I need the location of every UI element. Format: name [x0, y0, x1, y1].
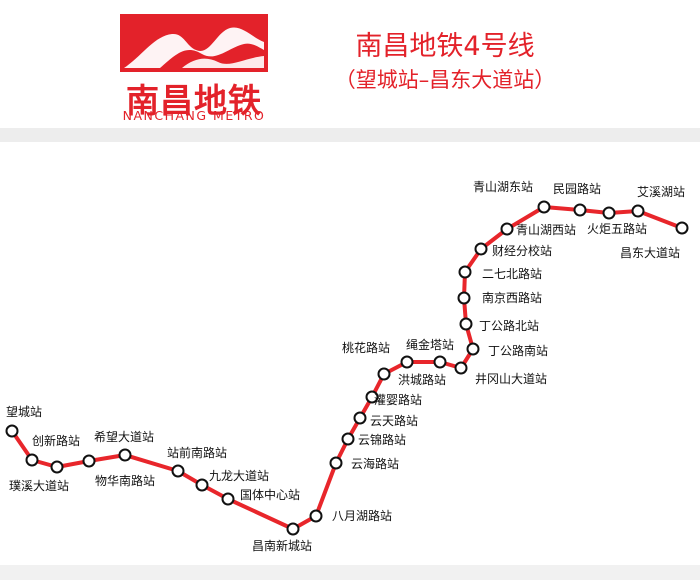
route-map: 望城站璞溪大道站 创新路站物华南路站 希望大道站站前南路站九龙大道站国体中心站昌南新… [0, 142, 700, 580]
station-dot-erqi-beilu [458, 265, 472, 279]
station-label-dinggong-beilu: 丁公路北站 [479, 319, 540, 333]
station-label-aixihu: 艾溪湖站 [637, 185, 686, 199]
station-dot-aixihu [631, 204, 645, 218]
station-label-bayuehu-lu: 八月湖路站 [332, 509, 393, 523]
station-label-jinggangshan-dadao: 井冈山大道站 [475, 372, 548, 386]
station-dot-minyuan-lu [573, 203, 587, 217]
station-label-changnan-xincheng: 昌南新城站 [252, 539, 313, 553]
logo-chinese-name: 南昌地铁 [126, 81, 262, 120]
station-dot-wuhua-nanlu [82, 454, 96, 468]
station-dot-caijing-xiao [474, 242, 488, 256]
station-dot-nanjing-xilu [457, 291, 471, 305]
station-label-yunhai-lu: 云海路站 [351, 457, 400, 471]
station-label-wuhua-nanlu: 物华南路站 [95, 474, 156, 488]
logo-emblem-icon [124, 27, 264, 68]
station-dot-qingshanhu-xilu [500, 222, 514, 236]
header: 南昌地铁 NANCHANG METRO 南昌地铁4号线 （望城站–昌东大道站） [0, 0, 700, 128]
station-dot-shengjinta [433, 355, 447, 369]
station-dot-dinggong-beilu [459, 317, 473, 331]
station-dot-jinggangshan-dadao [454, 361, 468, 375]
station-label-minyuan-lu: 民园路站 [553, 182, 602, 196]
station-label-caijing-xiao: 财经分校站 [492, 244, 553, 258]
station-dot-wangcheng [5, 424, 19, 438]
station-dot-xiwang-dadao [118, 448, 132, 462]
station-label-xiwang-dadao: 希望大道站 [94, 430, 155, 444]
station-dot-hongcheng-lu [377, 367, 391, 381]
station-dot-huoju-wulu [602, 206, 616, 220]
header-separator [0, 128, 700, 142]
station-dot-yuntian-lu [353, 411, 367, 425]
station-label-qingshanhu-donglu: 青山湖东站 [473, 180, 534, 194]
station-dot-changnan-xincheng [286, 522, 300, 536]
station-dot-guoti-zhongxin [221, 492, 235, 506]
station-dot-zhanqian-nanlu [171, 464, 185, 478]
station-label-guoti-zhongxin: 国体中心站 [240, 488, 301, 502]
station-label-guanying-lu: 灌婴路站 [374, 393, 423, 407]
nanchang-metro-logo [120, 14, 268, 72]
line-subtitle: （望城站–昌东大道站） [334, 68, 556, 92]
station-label-huoju-wulu: 火炬五路站 [587, 222, 648, 236]
station-label-erqi-beilu: 二七北路站 [482, 267, 543, 281]
station-label-shengjinta: 绳金塔站 [406, 338, 455, 352]
logo-english-name: NANCHANG METRO [122, 108, 266, 123]
station-label-yuntian-lu: 云天路站 [370, 414, 419, 428]
station-dot-taohua-lu [400, 355, 414, 369]
station-dot-puxi-dadao [25, 453, 39, 467]
station-dot-guanying-lu [365, 390, 379, 404]
station-dot-dinggong-nanlu [466, 342, 480, 356]
station-label-dinggong-nanlu: 丁公路南站 [488, 344, 549, 358]
station-label-zhanqian-nanlu: 站前南路站 [167, 446, 228, 460]
station-label-changdong-dadao: 昌东大道站 [620, 246, 681, 260]
station-label-wangcheng: 望城站 [6, 405, 43, 419]
station-dot-bayuehu-lu [309, 509, 323, 523]
station-dot-qingshanhu-donglu [537, 200, 551, 214]
station-label-qingshanhu-xilu: 青山湖西站 [516, 223, 577, 237]
station-dot-yunhai-lu [329, 456, 343, 470]
route-svg [5, 200, 689, 536]
bottom-bar [0, 565, 700, 580]
station-dot-yunjin-lu [341, 432, 355, 446]
station-label-nanjing-xilu: 南京西路站 [482, 291, 543, 305]
station-label-puxi-dadao: 璞溪大道站 [9, 479, 70, 493]
line-title: 南昌地铁4号线 [355, 31, 535, 62]
station-label-yunjin-lu: 云锦路站 [358, 433, 407, 447]
station-dot-changdong-dadao [675, 221, 689, 235]
station-dot-jiulong-dadao [195, 478, 209, 492]
station-label-taohua-lu: 桃花路站 [342, 341, 391, 355]
station-dot-chuangxin-lu [50, 460, 64, 474]
station-label-chuangxin-lu: 创新路站 [32, 434, 81, 448]
station-label-jiulong-dadao: 九龙大道站 [209, 469, 270, 483]
station-label-hongcheng-lu: 洪城路站 [398, 373, 447, 387]
